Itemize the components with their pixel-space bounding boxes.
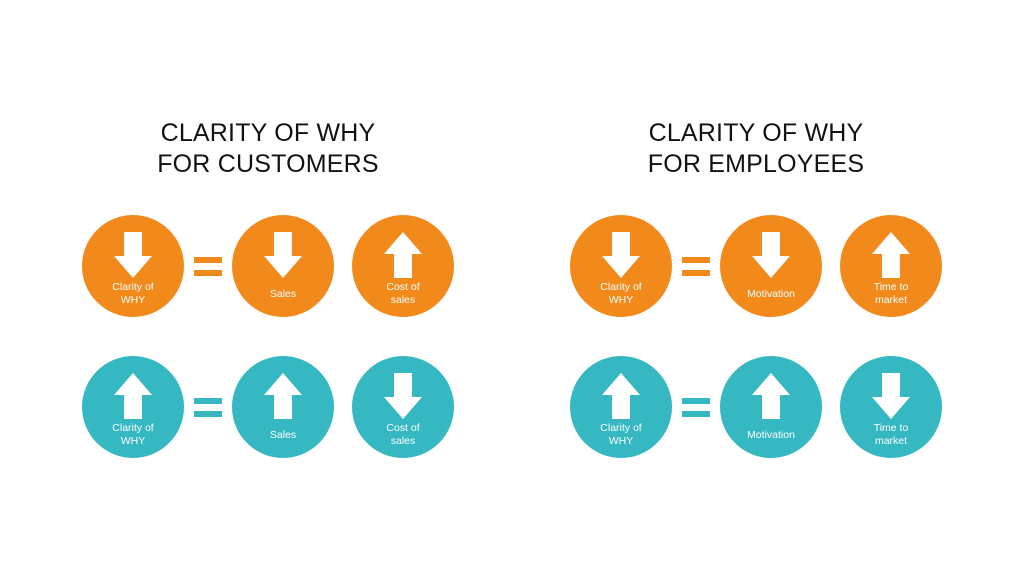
circle-label-line: Time to	[873, 422, 909, 434]
equals-sign-icon	[194, 398, 222, 417]
circle-label-line: sales	[390, 294, 416, 306]
circle-label: Sales	[238, 288, 328, 301]
circle-label-line: sales	[390, 435, 416, 447]
circle-label-line: market	[874, 435, 908, 447]
circle-label-line: Cost of	[386, 422, 420, 434]
circle-customers-orange-2: Sales	[232, 215, 334, 317]
circle-label-line: Motivation	[747, 429, 795, 441]
circle-label-line: Time to	[873, 281, 909, 293]
circle-label-line: WHY	[608, 294, 634, 306]
circle-customers-teal-2: Sales	[232, 356, 334, 458]
arrow-down-icon	[752, 232, 790, 278]
equals-sign-icon	[682, 398, 710, 417]
panel-title-line: CLARITY OF WHY	[648, 119, 864, 147]
panel-title-line: FOR CUSTOMERS	[157, 150, 379, 178]
arrow-down-icon	[114, 232, 152, 278]
circle-label-line: Motivation	[747, 288, 795, 300]
equals-bar	[194, 398, 222, 404]
equals-sign-icon	[682, 257, 710, 276]
circle-label: Motivation	[726, 288, 816, 301]
arrow-down-icon	[602, 232, 640, 278]
circle-label-line: Cost of	[386, 281, 420, 293]
circle-label-line: Clarity of	[600, 281, 642, 293]
circle-label-line: Clarity of	[112, 422, 154, 434]
equals-bar	[682, 398, 710, 404]
equals-bar	[194, 411, 222, 417]
circle-label-line: market	[874, 294, 908, 306]
equals-bar	[682, 411, 710, 417]
arrow-up-icon	[264, 373, 302, 419]
arrow-up-icon	[384, 232, 422, 278]
arrow-down-icon	[264, 232, 302, 278]
circle-label-line: Clarity of	[112, 281, 154, 293]
panel-title-line: CLARITY OF WHY	[160, 119, 376, 147]
circle-label-line: Sales	[269, 288, 297, 300]
circle-label-line: WHY	[120, 294, 146, 306]
circle-label: Sales	[238, 429, 328, 442]
panel-title-line: FOR EMPLOYEES	[647, 150, 865, 178]
circle-employees-teal-2: Motivation	[720, 356, 822, 458]
arrow-up-icon	[752, 373, 790, 419]
circle-label-line: Clarity of	[600, 422, 642, 434]
circle-label-line: Sales	[269, 429, 297, 441]
circle-employees-orange-2: Motivation	[720, 215, 822, 317]
equals-bar	[682, 257, 710, 263]
equals-bar	[194, 270, 222, 276]
panel-title-customers: CLARITY OF WHY FOR CUSTOMERS	[98, 118, 438, 180]
equals-bar	[682, 270, 710, 276]
arrow-down-icon	[872, 373, 910, 419]
arrow-up-icon	[872, 232, 910, 278]
circle-label-line: WHY	[608, 435, 634, 447]
panel-title-employees: CLARITY OF WHY FOR EMPLOYEES	[586, 118, 926, 180]
arrow-up-icon	[114, 373, 152, 419]
equals-bar	[194, 257, 222, 263]
arrow-up-icon	[602, 373, 640, 419]
arrow-down-icon	[384, 373, 422, 419]
circle-label: Motivation	[726, 429, 816, 442]
equals-sign-icon	[194, 257, 222, 276]
circle-label-line: WHY	[120, 435, 146, 447]
